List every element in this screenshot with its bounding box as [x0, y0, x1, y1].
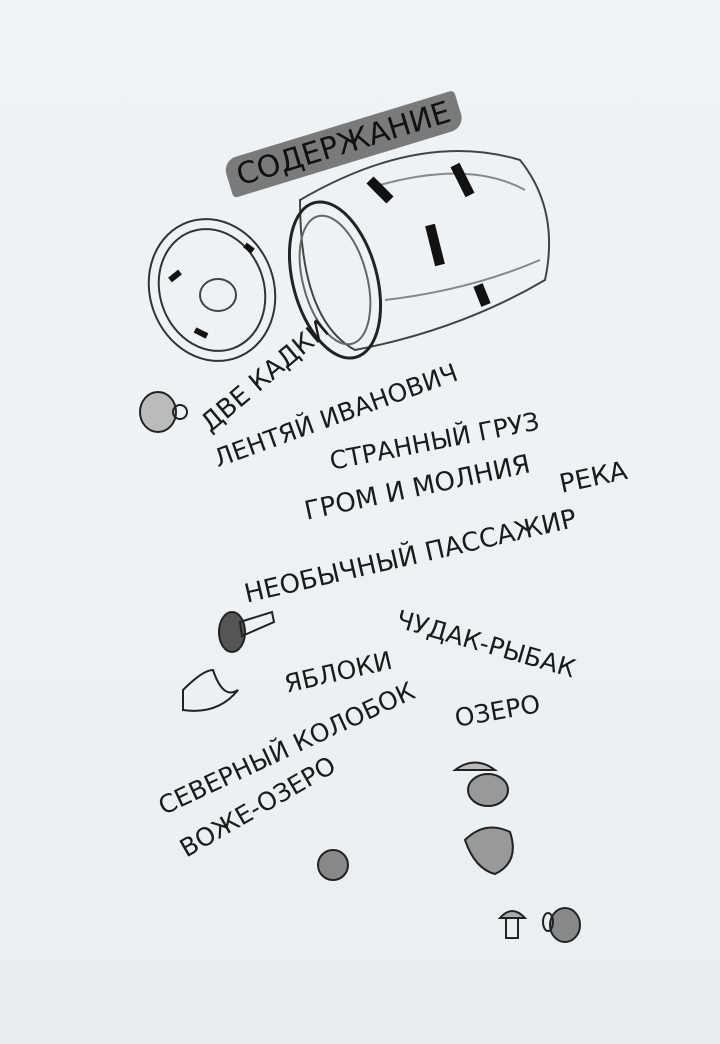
barrel-lid-icon	[147, 218, 277, 362]
barrel-body-icon	[287, 150, 551, 360]
mushroom-icons	[139, 391, 581, 943]
